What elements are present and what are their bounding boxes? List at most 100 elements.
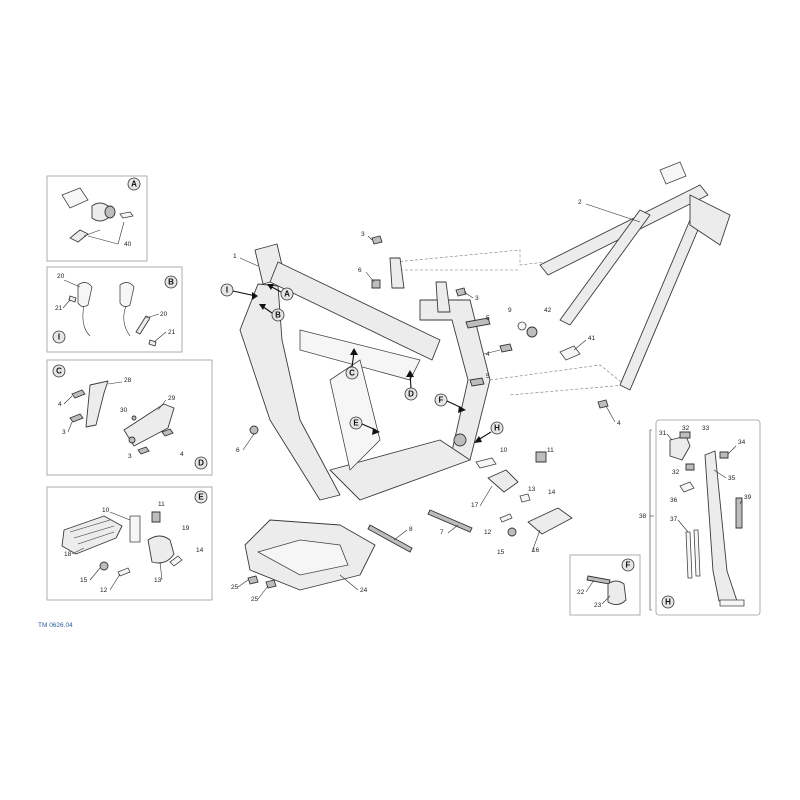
- callout-c-label: C: [56, 367, 62, 376]
- bolt-5-upper: [465, 317, 491, 329]
- callout-b-badge: [164, 275, 178, 289]
- screw-11: [151, 511, 161, 523]
- callout-i-main-badge: [220, 283, 234, 297]
- part-number-10-main: 10: [500, 447, 508, 454]
- bolt-d2: [137, 446, 150, 455]
- bushing-42: [526, 326, 538, 338]
- callout-c-arrowhead: [350, 348, 358, 355]
- part-number-5b: 5: [486, 373, 490, 380]
- callout-a-main-label: A: [284, 290, 290, 299]
- leader-7: [447, 524, 459, 534]
- part-number-28: 28: [124, 377, 132, 384]
- cable-guide-left: [77, 282, 93, 307]
- part-number-11-main: 11: [547, 447, 554, 454]
- leader-6b: [242, 433, 255, 451]
- part-number-4d: 4: [617, 420, 621, 427]
- part-number-15-main: 15: [497, 549, 505, 556]
- part-number-3b: 3: [128, 453, 132, 460]
- leader-1: [239, 257, 259, 267]
- part-number-33: 33: [702, 425, 710, 432]
- leader-10: [109, 511, 131, 521]
- swingarm-pivot: [453, 433, 467, 447]
- part-number-8: 8: [409, 526, 413, 533]
- callout-d-main-label: D: [408, 390, 414, 399]
- leader-23: [601, 595, 611, 605]
- part-number-5a: 5: [486, 315, 490, 322]
- dash-outline-upper: [394, 249, 546, 266]
- part-number-22: 22: [577, 589, 585, 596]
- callout-i-label: I: [58, 333, 60, 342]
- spring-37a: [685, 531, 693, 579]
- subframe-rear-plate: [689, 194, 731, 246]
- part-number-32b: 32: [672, 469, 680, 476]
- frame-section: [61, 187, 89, 209]
- part-number-24: 24: [360, 587, 368, 594]
- hole-29: [128, 436, 136, 444]
- leader-34: [727, 445, 737, 455]
- cable-right: [123, 305, 131, 337]
- clip-36: [679, 481, 695, 493]
- bolt-4-rear: [597, 399, 609, 409]
- leader-24: [339, 574, 359, 591]
- part-number-12-main: 12: [484, 529, 492, 536]
- part-number-4a: 4: [58, 401, 62, 408]
- bracket-28: [85, 380, 109, 428]
- callout-e-main: E: [349, 416, 380, 435]
- part-number-1: 1: [233, 253, 237, 260]
- callout-a-main-badge: [280, 287, 294, 301]
- leader-22: [585, 579, 595, 593]
- leader-15: [89, 567, 101, 581]
- callout-a-main: A: [267, 284, 294, 301]
- callout-b-main-badge: [271, 308, 285, 322]
- part-number-35: 35: [728, 475, 736, 482]
- washer-15-main: [507, 527, 517, 537]
- leader-40: [87, 221, 125, 245]
- bolt-3-right: [455, 287, 467, 297]
- washer-15: [99, 561, 109, 571]
- callout-a-arrowhead: [267, 284, 274, 290]
- inset-b-frame: [46, 266, 183, 353]
- part-number-6a: 6: [358, 267, 362, 274]
- main-frame-assembly: 1 2 3 3 6 6 5 5 4 4 9 42 41 8 7 10 11 17…: [220, 161, 731, 603]
- part-number-11: 11: [158, 501, 165, 508]
- callout-h-label: H: [665, 598, 671, 607]
- leader-3c: [367, 235, 373, 241]
- leader-2: [585, 203, 641, 223]
- leader-21b: [153, 331, 167, 343]
- part-number-14: 14: [196, 547, 204, 554]
- part-number-17: 17: [471, 502, 479, 509]
- callout-e-main-badge: [349, 416, 363, 430]
- part-number-32a: 32: [682, 425, 690, 432]
- screw-25b: [265, 579, 277, 589]
- callout-b-label: B: [168, 278, 174, 287]
- callout-f-main: F: [434, 393, 466, 413]
- skid-plate-inner: [256, 539, 349, 576]
- bolt-3-top: [371, 235, 383, 245]
- switch-39: [735, 497, 743, 529]
- part-number-13: 13: [154, 577, 162, 584]
- screw-25a: [247, 575, 259, 585]
- stand-foot: [719, 599, 745, 607]
- bottom-cradle: [329, 439, 471, 501]
- part-number-36: 36: [670, 497, 678, 504]
- leader-20a: [63, 279, 81, 288]
- part-number-15: 15: [80, 577, 88, 584]
- part-number-4c: 4: [486, 351, 490, 358]
- callout-d-label: D: [198, 459, 204, 468]
- callout-c-main: C: [345, 348, 359, 380]
- part-number-14-main: 14: [548, 489, 556, 496]
- callout-e-arrowhead: [372, 428, 380, 435]
- callout-a-badge: [127, 177, 141, 191]
- long-bolt-8: [367, 524, 413, 553]
- subframe-upper-rail: [539, 184, 709, 276]
- part-number-6b: 6: [236, 447, 240, 454]
- callout-f-main-label: F: [439, 396, 444, 405]
- part-number-19: 19: [182, 525, 190, 532]
- inset-h-frame: [655, 419, 761, 616]
- bracket-38: [649, 429, 652, 611]
- footpeg-18: [61, 515, 123, 555]
- callout-f-badge: [621, 558, 635, 572]
- bolt-32-top: [679, 431, 691, 439]
- part-number-16: 16: [532, 547, 540, 554]
